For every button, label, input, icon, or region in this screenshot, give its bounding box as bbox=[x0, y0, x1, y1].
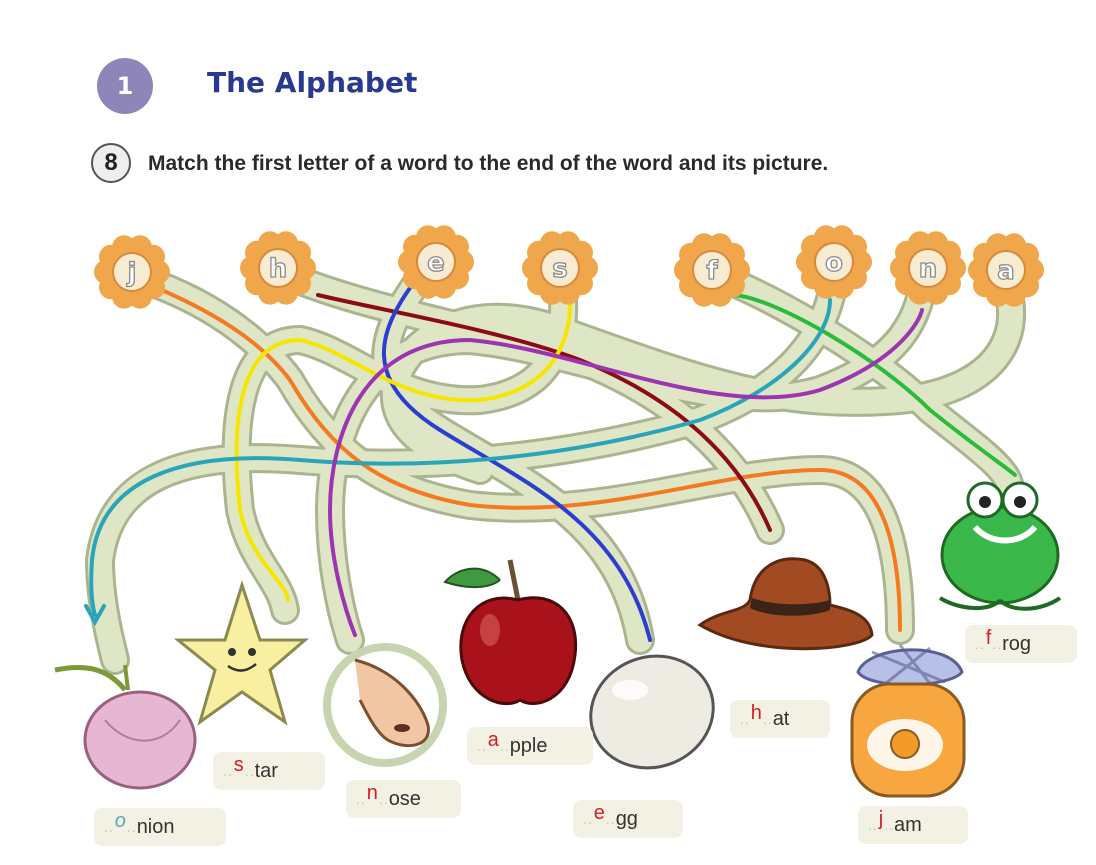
word-ending: tar bbox=[254, 759, 278, 782]
jam-jar-icon bbox=[850, 644, 966, 798]
unit-number-badge: 1 bbox=[97, 58, 153, 114]
line-e bbox=[381, 283, 652, 642]
word-label-nose[interactable]: ..n..ose bbox=[346, 780, 461, 818]
line-o bbox=[89, 298, 832, 617]
flower-letter-text: s bbox=[552, 254, 567, 284]
answer-letter: s bbox=[233, 753, 244, 776]
maze-paths bbox=[84, 250, 1027, 675]
answer-letter: j bbox=[878, 807, 884, 830]
flower-letter-text: a bbox=[997, 256, 1015, 286]
letter-flower-j[interactable]: j bbox=[94, 235, 170, 309]
flower-letter-text: o bbox=[825, 248, 843, 278]
line-s bbox=[234, 303, 572, 602]
word-ending: pple bbox=[509, 734, 548, 757]
frog-icon bbox=[938, 481, 1062, 611]
flower-letter-text: j bbox=[127, 258, 137, 288]
answer-letter: o bbox=[114, 809, 126, 832]
word-label-apple[interactable]: ..a..pple bbox=[467, 727, 593, 765]
line-h bbox=[316, 293, 772, 532]
letter-flower-e[interactable]: e bbox=[398, 225, 474, 299]
word-label-hat[interactable]: ..h..at bbox=[730, 700, 830, 738]
unit-title: The Alphabet bbox=[207, 66, 418, 99]
answer-letter: f bbox=[985, 626, 992, 649]
word-ending: am bbox=[894, 813, 922, 836]
word-label-jam[interactable]: ..j..am bbox=[858, 806, 968, 844]
letter-flower-a[interactable]: a bbox=[968, 233, 1044, 307]
word-ending: rog bbox=[1002, 632, 1032, 655]
letter-flower-n[interactable]: n bbox=[890, 231, 966, 305]
word-label-egg[interactable]: ..e..gg bbox=[573, 800, 683, 838]
onion-icon bbox=[54, 664, 197, 790]
word-label-onion[interactable]: ..o..nion bbox=[94, 808, 226, 846]
word-ending: at bbox=[772, 707, 790, 730]
answer-letter: e bbox=[593, 801, 605, 824]
word-ending: nion bbox=[136, 815, 175, 838]
letter-flower-f[interactable]: f bbox=[674, 233, 750, 307]
hat-icon bbox=[697, 557, 874, 651]
flower-letter-text: e bbox=[427, 248, 445, 278]
word-label-star[interactable]: ..s..tar bbox=[213, 752, 325, 790]
answer-letter: a bbox=[487, 728, 499, 751]
line-f bbox=[733, 293, 1017, 477]
line-n bbox=[327, 308, 924, 637]
word-ending: ose bbox=[388, 787, 421, 810]
exercise-number-badge: 8 bbox=[91, 143, 131, 183]
nose-icon bbox=[323, 643, 447, 767]
exercise-instruction: Match the first letter of a word to the … bbox=[148, 152, 829, 175]
egg-icon bbox=[589, 654, 715, 770]
answer-letter: h bbox=[750, 701, 762, 724]
answer-letter: n bbox=[366, 781, 378, 804]
word-ending: gg bbox=[615, 807, 638, 830]
star-icon bbox=[173, 580, 310, 726]
flower-letter-text: f bbox=[706, 256, 718, 286]
flower-letter-text: n bbox=[919, 254, 938, 284]
line-j bbox=[148, 283, 902, 632]
letter-flower-h[interactable]: h bbox=[240, 231, 316, 305]
letter-flower-s[interactable]: s bbox=[522, 231, 598, 305]
flower-letter-text: h bbox=[269, 254, 288, 284]
word-label-frog[interactable]: ..f..rog bbox=[965, 625, 1077, 663]
apple-icon bbox=[443, 559, 578, 706]
letter-flower-o[interactable]: o bbox=[796, 225, 872, 299]
